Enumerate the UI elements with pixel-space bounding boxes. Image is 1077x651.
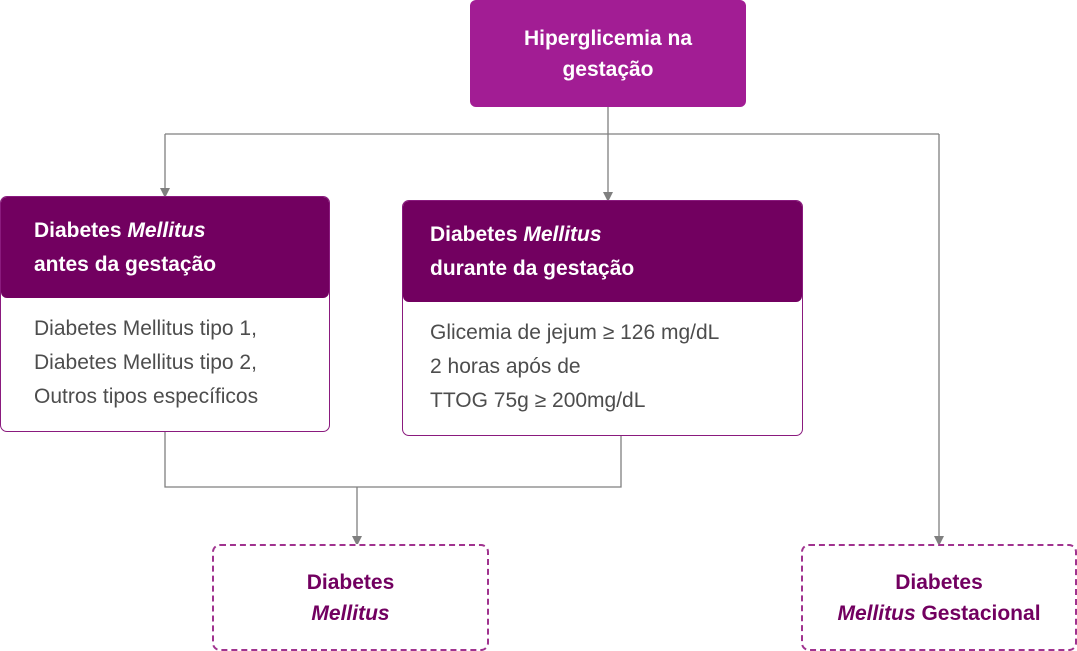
top-box-line2: gestação: [562, 57, 654, 81]
card-antes-body: Diabetes Mellitus tipo 1, Diabetes Melli…: [1, 298, 329, 414]
card-durante-title-italic: Mellitus: [523, 223, 602, 246]
card-antes-gestacao: Diabetes Mellitus antes da gestação Diab…: [0, 196, 330, 432]
result-gestacional-italic: Mellitus: [837, 601, 916, 625]
card-antes-title-line2: antes da gestação: [34, 253, 217, 276]
hiperglicemia-box: Hiperglicemia na gestação: [470, 0, 746, 107]
result-mellitus-line2: Mellitus: [311, 598, 389, 629]
result-diabetes-gestacional: Diabetes Mellitus Gestacional: [801, 544, 1077, 651]
card-durante-title-line2: durante da gestação: [430, 257, 635, 280]
card-antes-item: Outros tipos específicos: [34, 385, 259, 408]
result-gestacional-rest: Gestacional: [915, 601, 1041, 625]
card-antes-item: Diabetes Mellitus tipo 2,: [34, 351, 257, 374]
card-antes-title-line1: Diabetes Mellitus: [34, 214, 329, 248]
result-mellitus-line1: Diabetes: [306, 570, 395, 594]
result-mellitus-italic: Mellitus: [311, 601, 390, 625]
top-box-line1: Hiperglicemia na: [523, 26, 693, 50]
result-diabetes-mellitus: Diabetes Mellitus: [212, 544, 489, 651]
card-durante-header: Diabetes Mellitus durante da gestação: [403, 201, 802, 302]
card-antes-title-italic: Mellitus: [127, 219, 206, 242]
card-antes-item: Diabetes Mellitus tipo 1,: [34, 317, 257, 340]
result-gestacional-line1: Diabetes: [895, 570, 983, 594]
result-gestacional-line2: Mellitus Gestacional: [837, 598, 1040, 629]
card-durante-title-line1: Diabetes Mellitus: [430, 218, 802, 252]
card-durante-item: TTOG 75g ≥ 200mg/dL: [430, 389, 646, 412]
card-antes-title-prefix: Diabetes: [34, 219, 128, 242]
card-durante-body: Glicemia de jejum ≥ 126 mg/dL 2 horas ap…: [403, 302, 802, 418]
card-durante-title-prefix: Diabetes: [430, 223, 524, 246]
merge-line: [164, 432, 622, 488]
card-durante-item: 2 horas após de: [430, 355, 581, 378]
card-durante-item: Glicemia de jejum ≥ 126 mg/dL: [430, 321, 720, 344]
card-antes-header: Diabetes Mellitus antes da gestação: [1, 197, 329, 298]
card-durante-gestacao: Diabetes Mellitus durante da gestação Gl…: [402, 200, 803, 436]
